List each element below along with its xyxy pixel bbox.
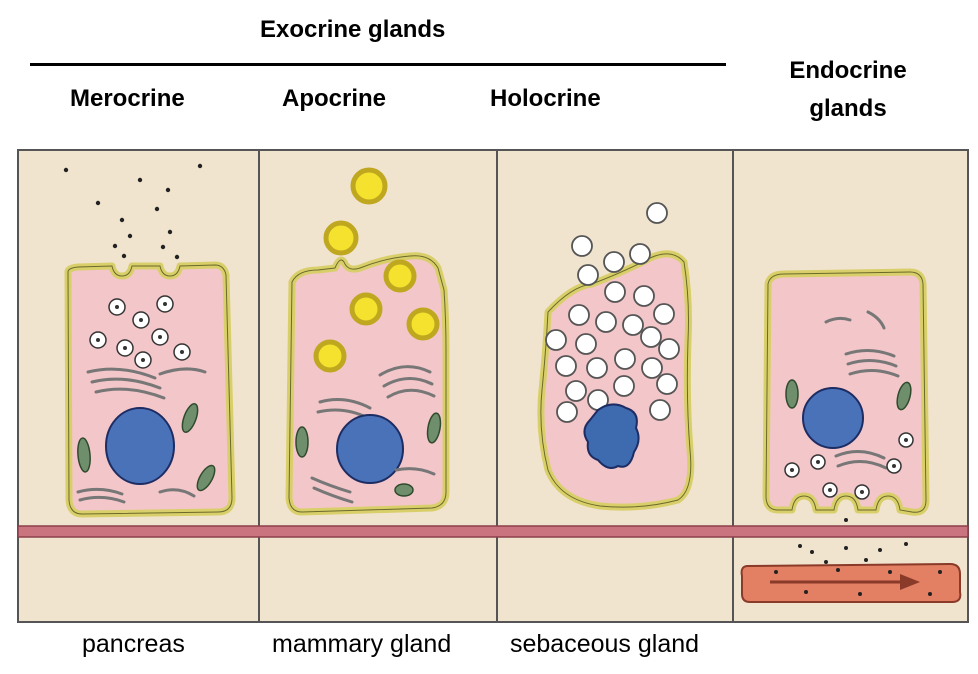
hormone-particles-in-blood [774, 568, 942, 596]
nucleus [802, 387, 864, 449]
released-secretion-particles [63, 163, 203, 260]
golgi-apparatus [834, 450, 888, 470]
vesicle-cores [790, 438, 908, 494]
mitochondria [785, 379, 912, 411]
lipid-droplets [545, 202, 680, 423]
endocrine-glands-heading: Endocrine glands [789, 57, 907, 122]
blood-vessel [740, 562, 962, 603]
merocrine-cell [63, 163, 236, 518]
pyknotic-nucleus [583, 403, 640, 469]
rough-er [824, 310, 900, 378]
exocrine-glands-heading: Exocrine glands [260, 16, 446, 43]
merocrine-heading: Merocrine [70, 85, 185, 112]
endocrine-cell-outline [765, 271, 927, 513]
rough-er [310, 467, 436, 504]
holocrine-heading: Holocrine [490, 85, 601, 112]
apocrine-secretion-droplets [313, 167, 440, 373]
apocrine-cell [285, 167, 450, 516]
vesicle-cores [96, 302, 184, 362]
hormone-particles [798, 518, 908, 564]
apocrine-cell-outline [288, 255, 447, 513]
caption-sebaceous-gland: sebaceous gland [510, 630, 700, 658]
basement-membrane [17, 525, 969, 538]
exocrine-divider-line [30, 63, 726, 66]
holocrine-cell [537, 202, 695, 511]
endocrine-cell [762, 268, 930, 564]
rough-er [76, 487, 196, 504]
nucleus [336, 414, 404, 484]
blood-flow-arrow [900, 574, 920, 590]
merocrine-cell-outline [67, 264, 233, 515]
mitochondria [295, 412, 442, 497]
golgi-apparatus [86, 367, 207, 400]
apocrine-heading: Apocrine [282, 85, 387, 112]
mitochondria [77, 403, 216, 492]
nucleus [105, 407, 175, 485]
caption-mammary-gland: mammary gland [272, 630, 452, 658]
caption-pancreas: pancreas [82, 630, 185, 658]
